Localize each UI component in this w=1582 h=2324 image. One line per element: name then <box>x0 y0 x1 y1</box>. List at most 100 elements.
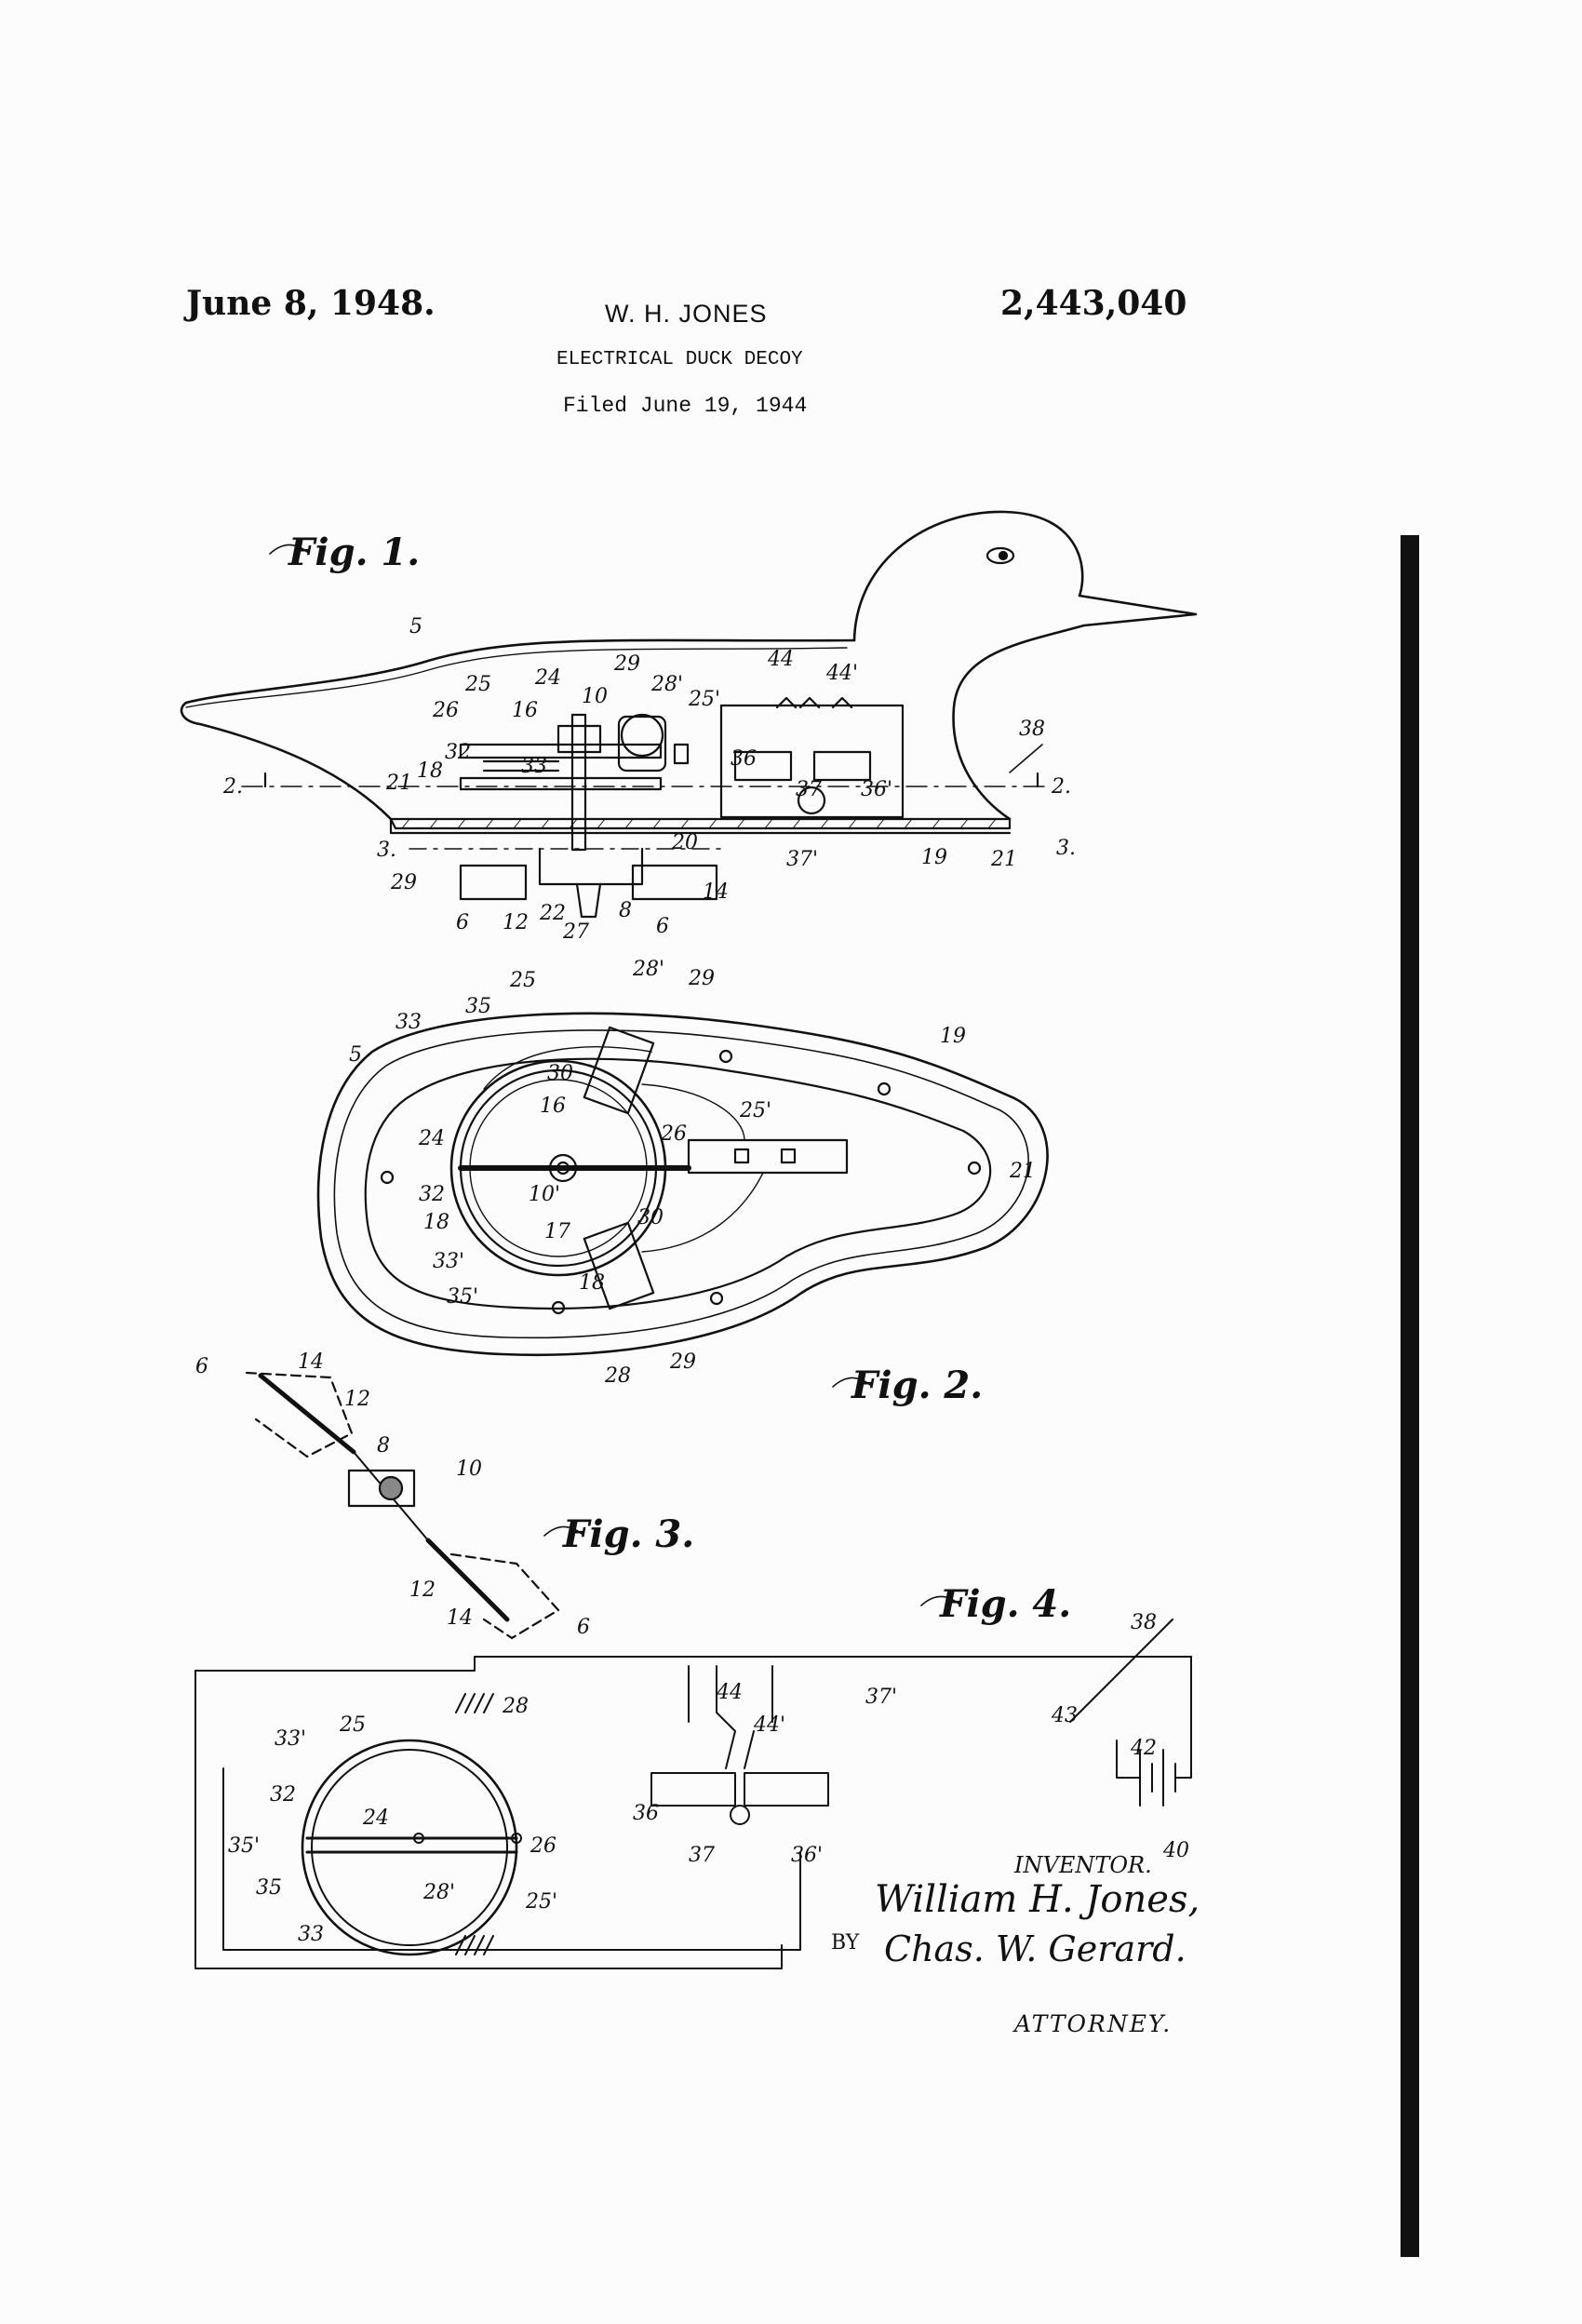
inventor-signature: William H. Jones, <box>875 1878 1200 1921</box>
fig2-reference-numeral: 18 <box>579 1271 605 1295</box>
figure-3-drawing <box>245 1371 560 1640</box>
fig4-reference-numeral: 43 <box>1051 1704 1078 1727</box>
figure-2-label: Fig. 2. <box>851 1364 984 1407</box>
fig1-reference-numeral: 44 <box>767 648 794 671</box>
fig2-reference-numeral: 19 <box>940 1025 966 1048</box>
fig1-reference-numeral: 36 <box>731 747 757 771</box>
patent-title: ELECTRICAL DUCK DECOY <box>556 349 803 370</box>
figure-2-drawing <box>316 1012 1049 1357</box>
fig1-reference-numeral: 3. <box>1056 837 1076 860</box>
fig2-reference-numeral: 29 <box>669 1350 696 1374</box>
fig4-reference-numeral: 44' <box>753 1713 785 1737</box>
fig1-reference-numeral: 2. <box>222 775 243 799</box>
fig2-reference-numeral: 33' <box>433 1250 464 1273</box>
fig1-reference-numeral: 33 <box>521 755 547 778</box>
fig2-reference-numeral: 18 <box>423 1211 449 1234</box>
fig4-reference-numeral: 33 <box>298 1923 324 1946</box>
inventor-label: INVENTOR. <box>1014 1852 1152 1878</box>
scan-edge-bar <box>1401 535 1419 2257</box>
fig1-reference-numeral: 16 <box>512 699 538 722</box>
fig1-reference-numeral: 20 <box>671 831 698 854</box>
fig2-reference-numeral: 26 <box>660 1122 687 1146</box>
fig1-reference-numeral: 38 <box>1019 718 1045 741</box>
fig3-reference-numeral: 10 <box>456 1458 482 1481</box>
fig3-reference-numeral: 14 <box>447 1606 473 1630</box>
fig2-reference-numeral: 25' <box>739 1099 771 1122</box>
fig3-reference-numeral: 12 <box>344 1388 370 1411</box>
fig1-reference-numeral: 27 <box>562 920 589 944</box>
fig4-reference-numeral: 33' <box>275 1727 306 1751</box>
fig4-reference-numeral: 36' <box>791 1844 823 1867</box>
fig1-reference-numeral: 21 <box>990 848 1017 871</box>
fig2-reference-numeral: 25 <box>509 969 536 992</box>
fig2-reference-numeral: 30 <box>637 1206 664 1229</box>
fig2-reference-numeral: 30 <box>547 1062 573 1085</box>
fig1-reference-numeral: 24 <box>534 666 561 690</box>
fig1-reference-numeral: 2. <box>1051 775 1071 799</box>
fig1-reference-numeral: 10 <box>582 685 608 708</box>
attorney-label: ATTORNEY. <box>1014 2010 1173 2037</box>
fig4-reference-numeral: 36 <box>633 1802 659 1825</box>
fig1-reference-numeral: 37 <box>796 778 822 801</box>
fig3-reference-numeral: 14 <box>298 1350 324 1374</box>
patent-date: June 8, 1948. <box>186 284 436 323</box>
fig3-reference-numeral: 6 <box>577 1616 590 1639</box>
fig1-reference-numeral: 29 <box>390 871 417 894</box>
fig2-reference-numeral: 28 <box>604 1364 631 1388</box>
fig4-reference-numeral: 24 <box>362 1807 389 1830</box>
fig1-reference-numeral: 22 <box>539 902 566 925</box>
figure-4-label: Fig. 4. <box>940 1582 1072 1626</box>
fig1-reference-numeral: 25' <box>688 688 720 711</box>
fig2-reference-numeral: 5 <box>349 1043 362 1067</box>
figure-3-label: Fig. 3. <box>563 1512 695 1556</box>
attorney-signature: Chas. W. Gerard. <box>884 1928 1186 1969</box>
fig2-reference-numeral: 16 <box>540 1095 566 1118</box>
fig4-reference-numeral: 35' <box>228 1834 260 1858</box>
fig2-reference-numeral: 24 <box>418 1127 445 1150</box>
fig3-reference-numeral: 6 <box>195 1355 208 1378</box>
fig4-reference-numeral: 38 <box>1131 1611 1157 1634</box>
fig1-reference-numeral: 29 <box>613 652 640 676</box>
fig2-reference-numeral: 10' <box>529 1183 560 1206</box>
fig1-reference-numeral: 3. <box>377 839 396 862</box>
fig1-reference-numeral: 26 <box>432 699 459 722</box>
fig1-reference-numeral: 21 <box>385 772 412 795</box>
fig1-reference-numeral: 37' <box>786 848 818 871</box>
fig2-reference-numeral: 35' <box>447 1285 478 1309</box>
fig4-reference-numeral: 26 <box>530 1834 556 1858</box>
fig1-reference-numeral: 6 <box>456 911 469 934</box>
fig4-reference-numeral: 32 <box>270 1783 296 1807</box>
fig1-reference-numeral: 6 <box>656 915 669 938</box>
figure-4-drawing <box>194 1619 1192 1969</box>
inventor-heading: W. H. JONES <box>605 300 768 328</box>
fig1-reference-numeral: 28' <box>650 673 683 696</box>
fig3-reference-numeral: 12 <box>409 1578 436 1602</box>
fig4-reference-numeral: 37' <box>865 1686 897 1709</box>
fig1-reference-numeral: 36' <box>861 778 892 801</box>
fig2-reference-numeral: 33 <box>396 1011 422 1034</box>
fig3-reference-numeral: 8 <box>377 1434 390 1458</box>
fig1-reference-numeral: 18 <box>417 759 443 783</box>
by-label: BY <box>831 1931 860 1955</box>
fig2-reference-numeral: 35 <box>465 995 491 1018</box>
fig1-reference-numeral: 19 <box>921 846 947 869</box>
fig1-reference-numeral: 25 <box>464 673 491 696</box>
figure-1-label: Fig. 1. <box>288 531 421 574</box>
filed-date: Filed June 19, 1944 <box>563 394 808 418</box>
figure-1-drawing <box>180 510 1198 919</box>
fig4-reference-numeral: 40 <box>1162 1839 1189 1862</box>
fig4-reference-numeral: 28' <box>422 1881 455 1904</box>
fig1-reference-numeral: 44' <box>825 662 858 685</box>
fig1-reference-numeral: 12 <box>503 911 529 934</box>
fig1-reference-numeral: 5 <box>409 615 422 638</box>
fig4-reference-numeral: 42 <box>1130 1737 1157 1760</box>
fig4-reference-numeral: 25 <box>339 1713 366 1737</box>
fig1-reference-numeral: 8 <box>619 899 632 922</box>
fig4-reference-numeral: 37 <box>689 1844 715 1867</box>
fig4-reference-numeral: 25' <box>525 1890 557 1914</box>
fig4-reference-numeral: 28 <box>502 1695 529 1718</box>
fig1-reference-numeral: 32 <box>445 741 471 764</box>
